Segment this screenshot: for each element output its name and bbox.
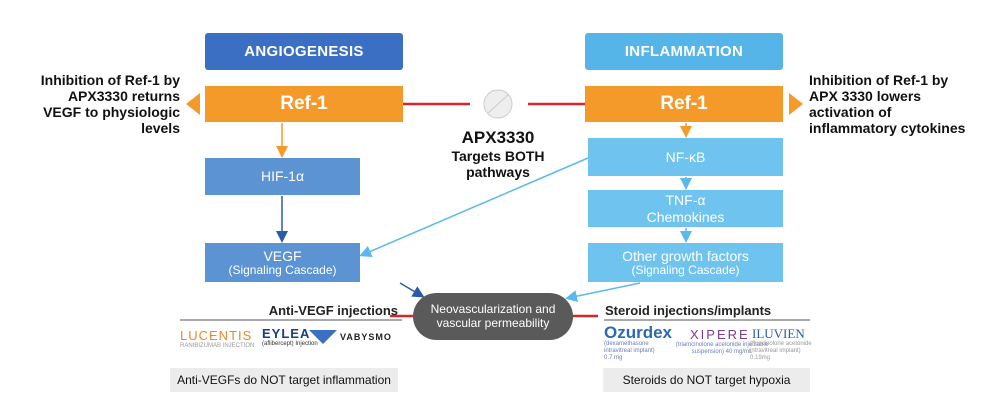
eylea-sub: (aflibercept) Injection bbox=[262, 341, 318, 347]
anti-vegf-note: Anti-VEGFs do NOT target inflammation bbox=[170, 368, 398, 392]
inflammation-header: INFLAMMATION bbox=[585, 33, 783, 70]
tnf-sub: Chemokines bbox=[646, 208, 725, 225]
text-line: APX 3330 lowers bbox=[809, 88, 922, 104]
arrow-other-outcome bbox=[565, 282, 641, 303]
steroid-note: Steroids do NOT target hypoxia bbox=[603, 368, 810, 392]
triangle-left-icon bbox=[186, 93, 200, 115]
arrow-vegf-outcome bbox=[399, 282, 425, 298]
other-label: Other growth factors bbox=[622, 247, 749, 264]
arrow-nfkb-vegf bbox=[359, 157, 589, 257]
drug-name: APX3330 bbox=[461, 128, 535, 147]
other-sub: (Signaling Cascade) bbox=[631, 262, 740, 277]
text-line: inflammatory cytokines bbox=[809, 120, 966, 136]
vabysmo-mark-icon bbox=[309, 330, 337, 344]
ozurdex-sub: (dexamethasone intravitreal implant) 0.7… bbox=[604, 341, 655, 361]
lucentis-sub: RANIBIZUMAB INJECTION bbox=[180, 343, 255, 349]
vegf-sub: (Signaling Cascade) bbox=[228, 262, 337, 277]
pill-icon bbox=[483, 89, 513, 119]
tnf-label: TNF-α bbox=[665, 192, 706, 209]
nfkb-box: NF-κB bbox=[588, 138, 783, 176]
other-growth-box: Other growth factors(Signaling Cascade) bbox=[588, 243, 783, 282]
ref1-right: Ref-1 bbox=[585, 86, 783, 122]
text-line: Inhibition of Ref-1 by bbox=[40, 72, 180, 88]
angiogenesis-header: ANGIOGENESIS bbox=[205, 33, 403, 70]
vegf-label: VEGF bbox=[263, 247, 302, 264]
eylea-logo: EYLEA bbox=[262, 326, 311, 341]
text-line: APX3330 returns bbox=[67, 88, 180, 104]
xipere-sub: (triamcinolone acetonide injectable susp… bbox=[675, 342, 769, 355]
text-line: levels bbox=[141, 120, 180, 136]
hif1a-box: HIF-1α bbox=[205, 158, 360, 195]
lucentis-logo: LUCENTIS bbox=[180, 328, 253, 343]
iluvien-sub: (fluocinolone acetonide intravitreal imp… bbox=[750, 341, 812, 361]
steroid-label: Steroid injections/implants bbox=[605, 303, 772, 318]
drug-line2: Targets BOTH bbox=[451, 148, 545, 164]
text-line: activation of bbox=[809, 104, 892, 120]
outcome-pill: Neovascularization and vascular permeabi… bbox=[413, 293, 573, 340]
xipere-logo: XIPERE bbox=[690, 327, 750, 342]
text-line: Inhibition of Ref-1 by bbox=[809, 72, 949, 88]
drug-line3: pathways bbox=[466, 164, 530, 180]
iluvien-logo: ILUVIEN bbox=[752, 326, 805, 341]
vegf-box: VEGF(Signaling Cascade) bbox=[205, 243, 360, 282]
apx3330-label: APX3330 Targets BOTH pathways bbox=[430, 128, 566, 180]
text-line: VEGF to physiologic bbox=[43, 104, 180, 120]
vabysmo-logo: VABYSMO bbox=[340, 332, 392, 342]
ref1-left: Ref-1 bbox=[205, 86, 403, 122]
anti-vegf-label: Anti-VEGF injections bbox=[268, 303, 398, 318]
triangle-right-icon bbox=[789, 93, 803, 115]
ozurdex-logo: Ozurdex bbox=[604, 323, 673, 342]
